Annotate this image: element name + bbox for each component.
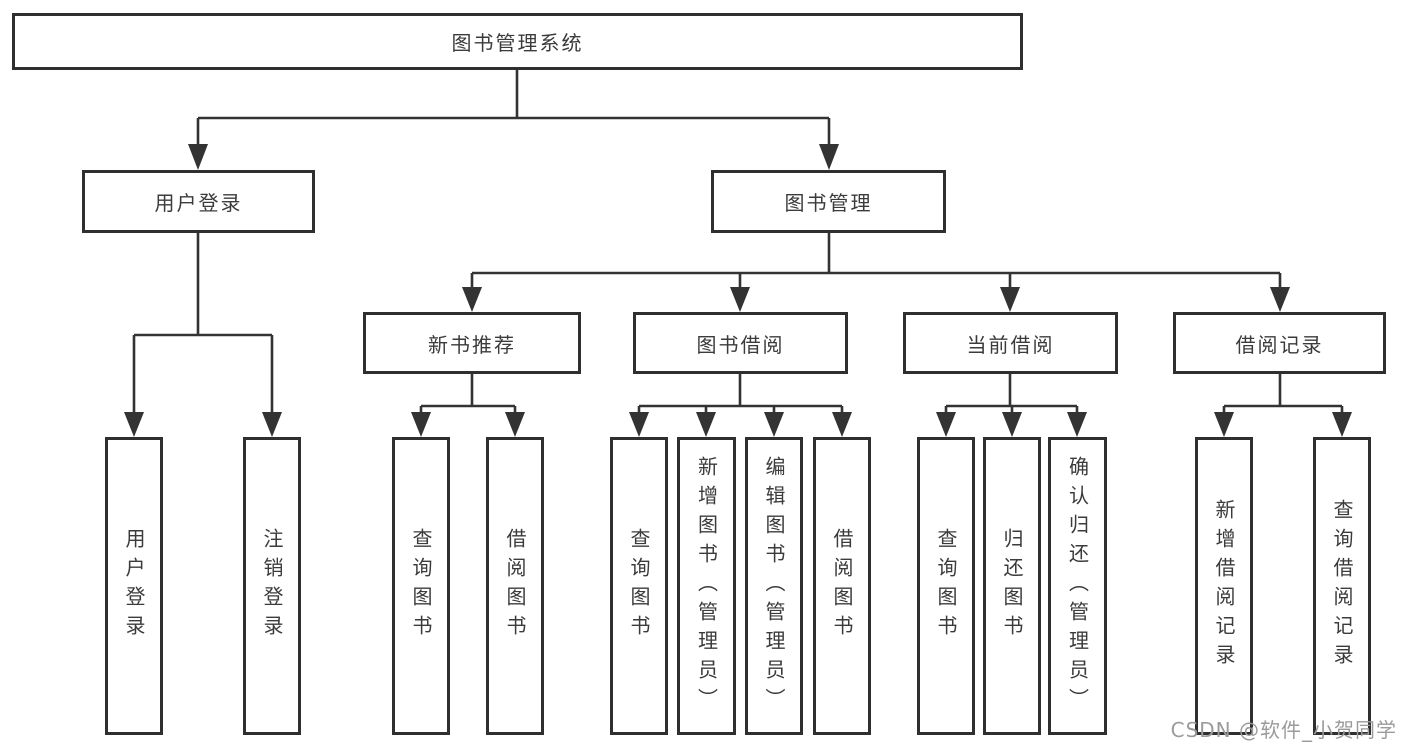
leaf-add-books-admin: 新增图书（管理员） <box>677 437 736 735</box>
connector-current-borrowing-to-leaves <box>944 374 1079 416</box>
connector-book-management-to-level3 <box>470 233 1282 291</box>
leaf-add-borrow-record: 新增借阅记录 <box>1195 437 1253 735</box>
connector-book-borrowing-to-leaves <box>637 374 844 416</box>
leaf-logout-label: 注销登录 <box>260 528 284 644</box>
node-book-management: 图书管理 <box>711 170 946 233</box>
leaf-borrowing-borrow-books: 借阅图书 <box>813 437 871 735</box>
node-borrow-records: 借阅记录 <box>1173 312 1386 374</box>
node-current-borrowing-label: 当前借阅 <box>966 332 1055 357</box>
connector-borrow-records-to-leaves <box>1222 374 1344 416</box>
leaf-newbooks-query-books-label: 查询图书 <box>409 528 433 644</box>
leaf-query-borrow-record: 查询借阅记录 <box>1313 437 1371 735</box>
node-user-login-group-label: 用户登录 <box>154 191 243 215</box>
leaf-current-query-books-label: 查询图书 <box>934 528 958 644</box>
leaf-user-login: 用户登录 <box>105 437 163 735</box>
node-borrow-records-label: 借阅记录 <box>1235 332 1324 357</box>
csdn-watermark: CSDN @软件_小贺同学 <box>1170 718 1397 742</box>
connector-root-to-level2 <box>196 70 831 148</box>
leaf-newbooks-query-books: 查询图书 <box>392 437 450 735</box>
arrowheads <box>124 144 1352 437</box>
leaf-borrowing-query-books: 查询图书 <box>610 437 668 735</box>
connector-new-books-to-leaves <box>419 374 517 416</box>
connector-user-login-to-leaves <box>132 233 274 416</box>
leaf-return-books-label: 归还图书 <box>1000 528 1024 644</box>
node-book-borrowing-label: 图书借阅 <box>696 332 785 357</box>
node-new-books-label: 新书推荐 <box>428 332 516 357</box>
node-new-books: 新书推荐 <box>363 312 581 374</box>
node-root-system: 图书管理系统 <box>12 13 1023 70</box>
leaf-newbooks-borrow-books: 借阅图书 <box>486 437 544 735</box>
leaf-query-borrow-record-label: 查询借阅记录 <box>1330 499 1354 673</box>
node-book-borrowing: 图书借阅 <box>633 312 848 374</box>
node-root-label: 图书管理系统 <box>451 31 584 55</box>
node-user-login-group: 用户登录 <box>82 170 315 233</box>
leaf-logout: 注销登录 <box>243 437 301 735</box>
leaf-add-books-admin-label: 新增图书（管理员） <box>694 455 719 717</box>
leaf-borrowing-query-books-label: 查询图书 <box>627 528 651 644</box>
node-book-management-label: 图书管理 <box>784 191 873 215</box>
leaf-borrowing-borrow-books-label: 借阅图书 <box>830 528 854 644</box>
leaf-current-query-books: 查询图书 <box>917 437 975 735</box>
leaf-return-books: 归还图书 <box>983 437 1041 735</box>
leaf-confirm-return-admin-label: 确认归还（管理员） <box>1065 455 1090 717</box>
leaf-add-borrow-record-label: 新增借阅记录 <box>1212 499 1236 673</box>
leaf-user-login-label: 用户登录 <box>122 528 146 644</box>
leaf-confirm-return-admin: 确认归还（管理员） <box>1048 437 1107 735</box>
node-current-borrowing: 当前借阅 <box>903 312 1118 374</box>
leaf-newbooks-borrow-books-label: 借阅图书 <box>503 528 527 644</box>
leaf-edit-books-admin-label: 编辑图书（管理员） <box>762 455 786 717</box>
leaf-edit-books-admin: 编辑图书（管理员） <box>745 437 803 735</box>
